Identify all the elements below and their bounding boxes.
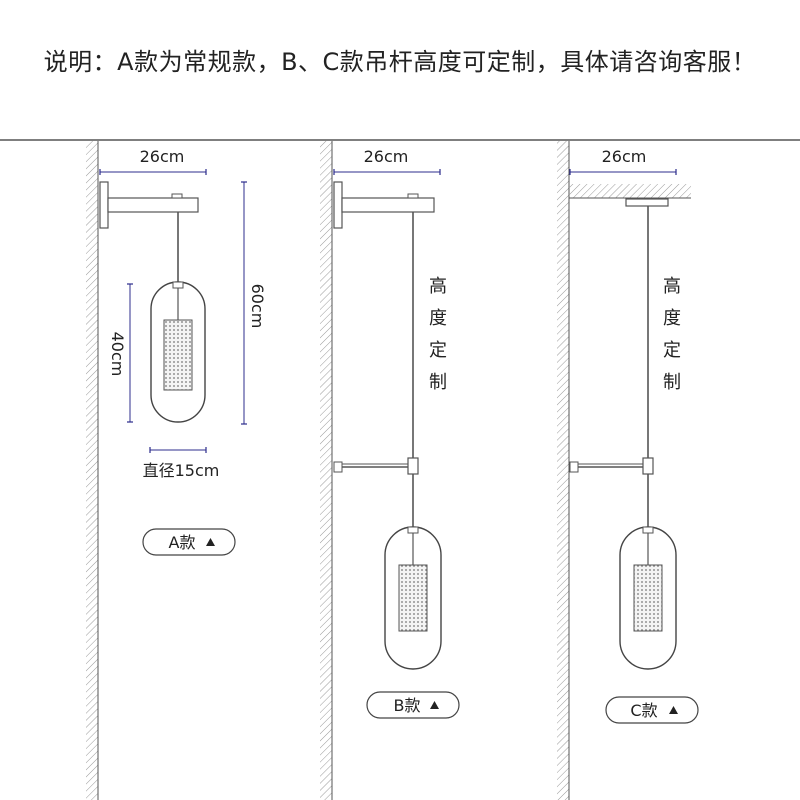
dim-width-c-label: 26cm <box>602 147 647 166</box>
model-b-button-label: B款 <box>394 696 421 715</box>
model-a-button-label: A款 <box>169 533 196 552</box>
bulb-mesh-c <box>633 564 663 632</box>
ceiling-c <box>569 184 691 198</box>
description-note: 说明：A款为常规款，B、C款吊杆高度可定制，具体请咨询客服！ <box>43 48 757 76</box>
custom-height-c-char-4: 制 <box>663 372 681 393</box>
arm-b <box>341 197 435 213</box>
dim-width-b-label: 26cm <box>364 147 409 166</box>
wall-c <box>557 141 569 800</box>
wall-plate-b <box>333 181 343 229</box>
custom-height-b-char-4: 制 <box>429 372 447 393</box>
bulb-mesh-a <box>163 319 193 391</box>
dim-body-height-a-label: 40cm <box>108 332 127 377</box>
model-a-diagram: 26cm 60cm 40cm 直径15cm A款 <box>86 141 267 800</box>
dim-diameter-a-label: 直径15cm <box>143 461 220 480</box>
custom-height-b-char-1: 高 <box>429 276 447 297</box>
model-b-button[interactable]: B款 <box>366 691 460 719</box>
model-c-button-label: C款 <box>630 701 657 720</box>
up-triangle-icon <box>206 538 215 546</box>
canopy-c <box>625 198 669 207</box>
bulb-mesh-b <box>398 564 428 632</box>
model-c-button[interactable]: C款 <box>605 696 699 724</box>
model-a-button[interactable]: A款 <box>142 528 236 556</box>
lower-bracket-b <box>333 461 343 473</box>
model-c-diagram: 26cm 高 度 定 制 C款 <box>557 141 699 800</box>
custom-height-b-char-2: 度 <box>429 308 447 329</box>
lower-bracket-c <box>569 461 579 473</box>
custom-height-b-char-3: 定 <box>429 340 447 361</box>
custom-height-c-char-3: 定 <box>663 340 681 361</box>
wall-a <box>86 141 98 800</box>
dim-width-a-label: 26cm <box>140 147 185 166</box>
custom-height-c-char-2: 度 <box>663 308 681 329</box>
up-triangle-icon <box>669 706 678 714</box>
wall-plate-a <box>99 181 109 229</box>
custom-height-c-char-1: 高 <box>663 276 681 297</box>
arm-a <box>107 197 199 213</box>
wall-b <box>320 141 332 800</box>
model-b-diagram: 26cm 高 度 定 制 B款 <box>320 141 460 800</box>
up-triangle-icon <box>430 701 439 709</box>
dim-total-height-a-label: 60cm <box>248 284 267 329</box>
